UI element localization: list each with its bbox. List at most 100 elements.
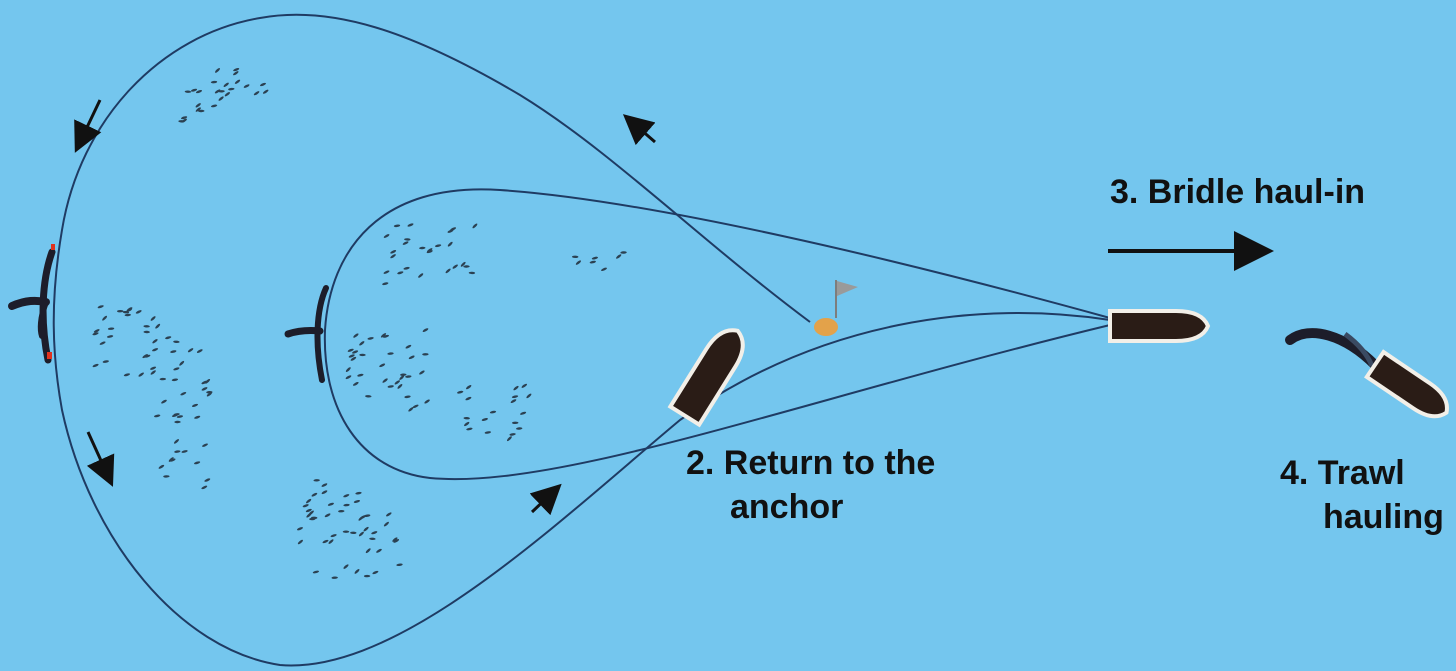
fish-icon	[92, 363, 99, 368]
fish-icon	[234, 79, 241, 85]
fish-icon	[97, 305, 104, 309]
fish-icon	[419, 370, 426, 375]
fish-icon	[223, 82, 230, 88]
fish-icon	[201, 485, 208, 490]
fish-icon	[211, 81, 218, 84]
fish-icon	[369, 537, 376, 540]
fish-icon	[343, 531, 349, 533]
fish-icon	[173, 367, 180, 371]
step3-label: 3. Bridle haul-in	[1110, 171, 1365, 213]
fish-icon	[160, 378, 166, 381]
fish-icon	[481, 417, 488, 421]
fish-icon	[262, 89, 269, 94]
fish-icon	[194, 415, 201, 419]
fish-icon	[382, 378, 389, 384]
fish-icon	[422, 353, 428, 356]
fish-icon	[452, 264, 459, 270]
fish-schools	[92, 67, 627, 579]
fish-icon	[150, 315, 156, 321]
fish-icon	[327, 502, 334, 506]
fish-icon	[328, 539, 334, 545]
fish-icon	[192, 403, 199, 407]
fish-icon	[435, 244, 442, 248]
outer-rope-path	[54, 15, 1110, 666]
fish-icon	[407, 223, 414, 228]
fish-icon	[165, 336, 172, 340]
fish-school-icon	[178, 67, 269, 123]
arrow-icon	[88, 432, 108, 476]
fish-icon	[512, 422, 518, 425]
fish-icon	[218, 96, 224, 102]
fish-icon	[463, 417, 470, 420]
fish-icon	[297, 526, 304, 531]
fish-icon	[154, 414, 161, 418]
fish-icon	[101, 315, 107, 321]
fish-icon	[163, 475, 169, 478]
fish-icon	[172, 378, 179, 381]
fish-icon	[405, 375, 412, 378]
fish-icon	[510, 398, 517, 403]
fish-icon	[365, 395, 372, 398]
fish-icon	[526, 393, 532, 399]
fish-icon	[135, 309, 142, 314]
fish-icon	[195, 102, 202, 108]
step4-label-line1: 4. Trawl	[1280, 452, 1405, 494]
fish-icon	[382, 282, 389, 286]
fish-icon	[575, 260, 581, 266]
net-icon	[12, 244, 55, 360]
fish-icon	[394, 224, 401, 227]
fish-school-icon	[572, 251, 627, 272]
fish-icon	[404, 238, 410, 241]
fish-icon	[465, 384, 472, 390]
fish-icon	[161, 399, 168, 404]
fish-icon	[345, 367, 351, 373]
fish-icon	[513, 385, 519, 391]
fish-icon	[385, 512, 392, 517]
fish-icon	[330, 534, 337, 538]
fish-icon	[143, 325, 150, 328]
fish-icon	[512, 395, 519, 399]
fish-icon	[321, 483, 328, 488]
fish-icon	[387, 352, 394, 355]
fish-icon	[179, 360, 185, 366]
fish-icon	[313, 479, 320, 482]
fish-icon	[102, 360, 109, 363]
fish-icon	[591, 256, 598, 260]
fish-icon	[123, 373, 130, 377]
fish-icon	[305, 498, 312, 504]
fish-icon	[204, 478, 211, 483]
fish-icon	[379, 363, 386, 368]
fish-icon	[173, 438, 179, 444]
fish-icon	[355, 491, 362, 494]
fish-icon	[302, 503, 309, 507]
fish-icon	[484, 431, 491, 434]
fish-school-icon	[158, 438, 211, 490]
fish-icon	[397, 383, 403, 389]
fish-icon	[173, 340, 180, 343]
fish-icon	[506, 436, 512, 442]
fish-school-icon	[457, 383, 532, 442]
fish-icon	[404, 395, 411, 398]
fish-icon	[107, 335, 114, 339]
fish-icon	[445, 268, 451, 274]
fish-icon	[394, 380, 401, 386]
fish-icon	[343, 564, 349, 570]
fish-icon	[383, 233, 390, 238]
fish-icon	[520, 411, 527, 415]
fish-icon	[620, 251, 627, 254]
fish-icon	[601, 267, 608, 272]
fish-icon	[152, 338, 159, 344]
fish-icon	[363, 526, 369, 532]
fish-icon	[403, 266, 410, 270]
fish-icon	[463, 265, 469, 268]
fish-icon	[170, 350, 177, 354]
step2-label-line2: anchor	[730, 486, 843, 528]
fish-icon	[354, 568, 360, 574]
fish-icon	[472, 223, 478, 229]
arrow-icon	[80, 100, 100, 142]
fish-icon	[150, 366, 157, 371]
fish-icon	[260, 82, 267, 87]
fish-icon	[359, 354, 365, 357]
fish-icon	[311, 492, 318, 497]
fish-icon	[125, 314, 132, 317]
